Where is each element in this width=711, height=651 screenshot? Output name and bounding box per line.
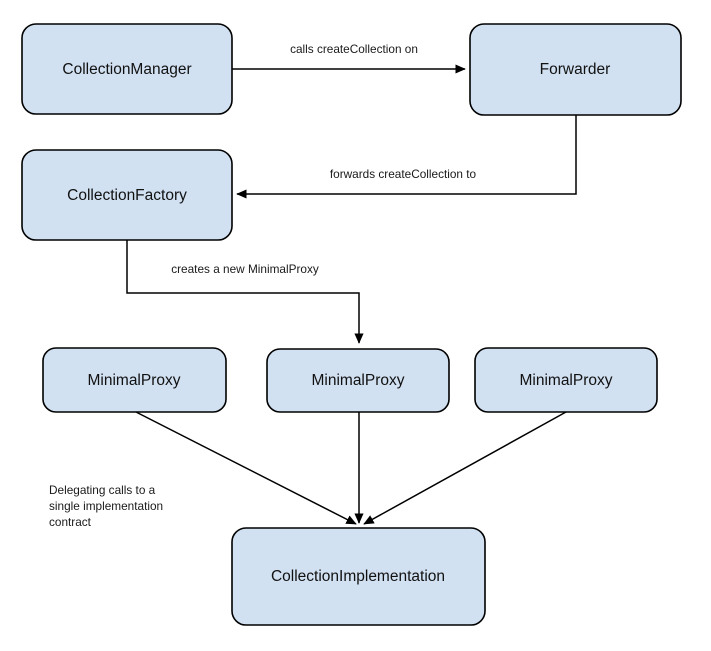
edge-label-manager-to-forwarder: calls createCollection on [290,42,418,56]
edge-forwarder-to-factory: forwards createCollection to [236,115,577,199]
edge-line [135,411,357,525]
node-shape[interactable] [21,149,233,241]
node-collection-manager[interactable]: CollectionManager [21,23,233,115]
node-label-forwarder: Forwarder [540,61,611,78]
delegation-note: Delegating calls to a single implementat… [49,483,163,529]
delegation-note-line-2: single implementation [49,499,163,513]
node-label-collection-manager: CollectionManager [62,61,191,78]
node-label-minimal-proxy-left: MinimalProxy [87,372,180,389]
delegation-note-line-3: contract [49,515,92,529]
node-minimal-proxy-right[interactable]: MinimalProxy [474,347,658,413]
node-forwarder[interactable]: Forwarder [469,23,682,116]
node-label-minimal-proxy-center: MinimalProxy [311,372,404,389]
edge-proxy-right-to-implementation [363,411,567,525]
edge-line [236,115,577,199]
node-label-collection-factory: CollectionFactory [67,187,187,204]
edge-line [363,411,567,525]
delegation-note-line-1: Delegating calls to a [49,483,156,497]
node-shape[interactable] [21,23,233,115]
edge-line [126,240,364,344]
node-shape[interactable] [266,348,450,413]
node-label-minimal-proxy-right: MinimalProxy [519,372,612,389]
node-shape[interactable] [42,347,227,413]
edge-factory-to-proxy: creates a new MinimalProxy [126,240,364,344]
node-shape[interactable] [231,527,486,626]
edge-label-factory-to-proxy: creates a new MinimalProxy [171,262,319,276]
edge-manager-to-forwarder: calls createCollection on [232,42,466,74]
node-label-collection-implementation: CollectionImplementation [271,568,445,585]
node-minimal-proxy-center[interactable]: MinimalProxy [266,348,450,413]
node-collection-implementation[interactable]: CollectionImplementation [231,527,486,626]
node-shape[interactable] [474,347,658,413]
node-minimal-proxy-left[interactable]: MinimalProxy [42,347,227,413]
node-collection-factory[interactable]: CollectionFactory [21,149,233,241]
node-shape[interactable] [469,23,682,116]
edge-proxy-left-to-implementation [135,411,357,525]
edge-label-forwarder-to-factory: forwards createCollection to [330,167,477,181]
